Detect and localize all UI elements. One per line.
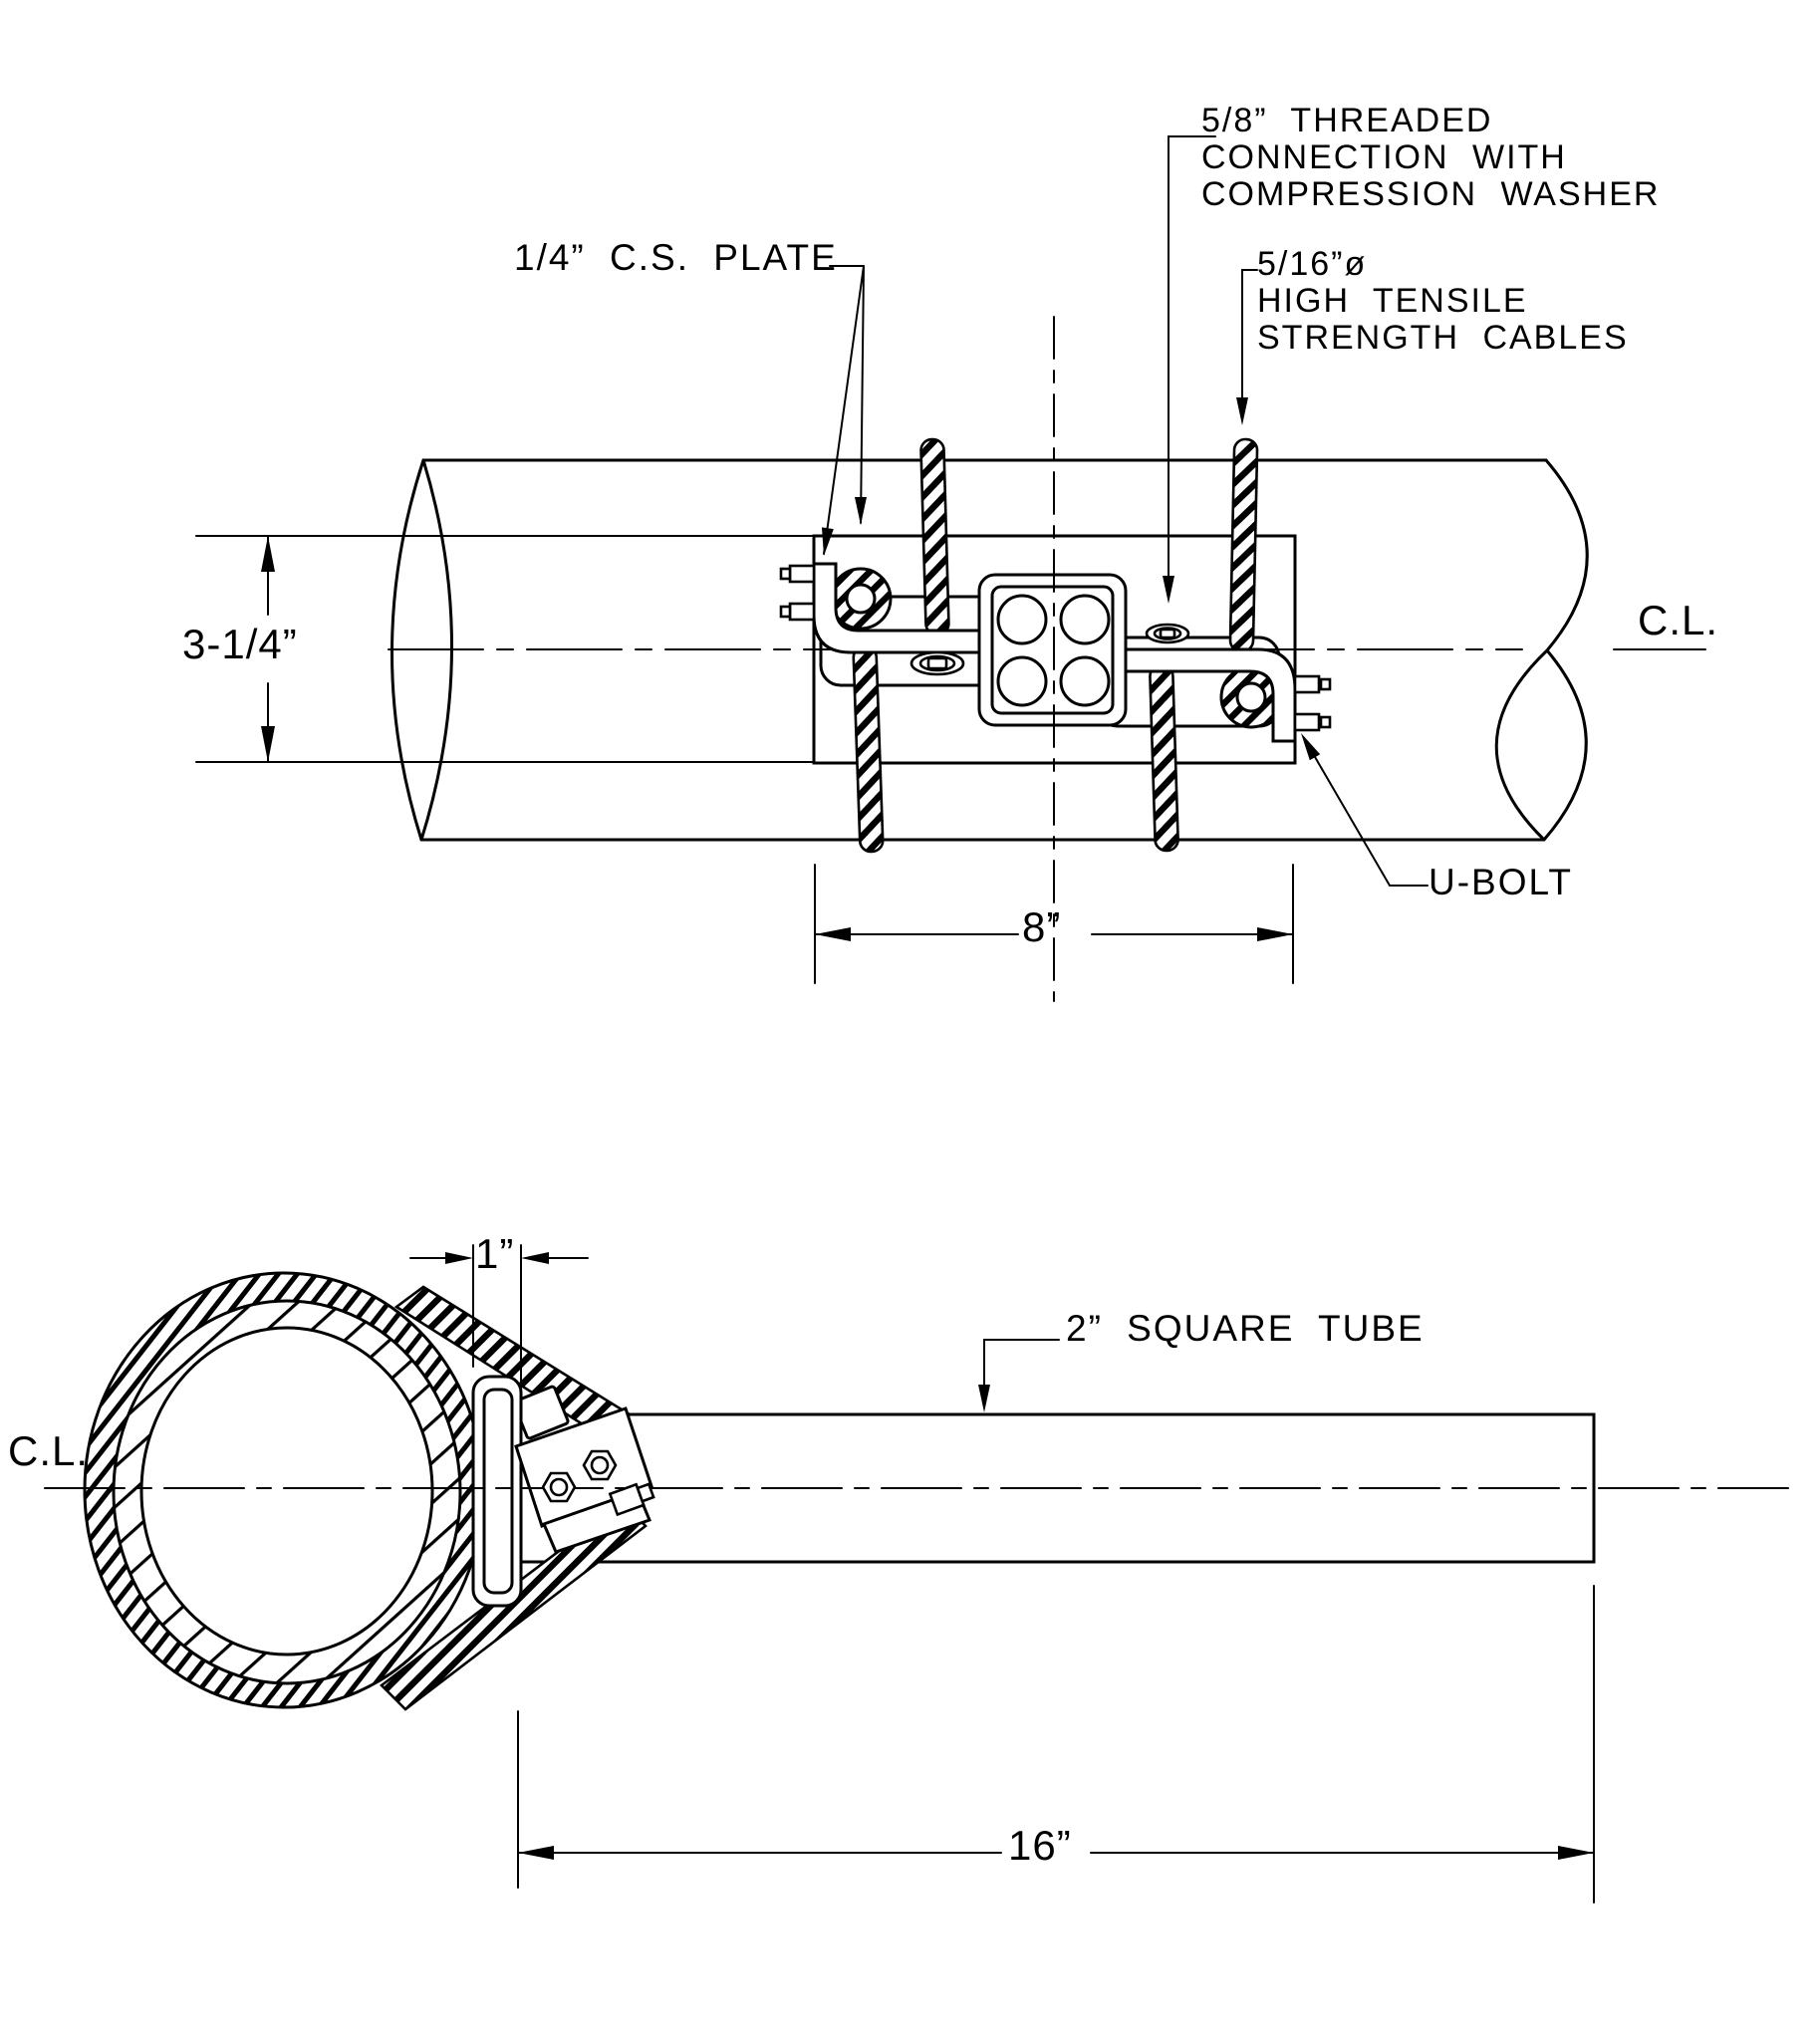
compression-washer-left bbox=[910, 650, 965, 676]
u-bolt-nuts-right bbox=[1293, 674, 1332, 732]
leader-threaded bbox=[1168, 135, 1216, 597]
pipe-outline bbox=[419, 458, 1548, 842]
u-bolt-label: U-BOLT bbox=[1429, 862, 1573, 902]
height-dimension-text: 3-1/4” bbox=[182, 621, 298, 667]
dim-1-line bbox=[409, 1244, 589, 1407]
bottom-view bbox=[44, 1244, 1789, 1904]
block-hole bbox=[996, 655, 1048, 707]
top-dimensions bbox=[195, 135, 1429, 984]
cable-right-lower bbox=[1149, 663, 1179, 853]
leader-cs-plate bbox=[823, 265, 865, 555]
length-dimension-text: 16” bbox=[1008, 1822, 1072, 1869]
band-strap-lower bbox=[380, 1500, 648, 1711]
pipe-outer-edge bbox=[112, 1299, 462, 1685]
u-bolt-nuts-left bbox=[779, 564, 816, 622]
tensile-cables-label: 5/16”ø HIGH TENSILE STRENGTH CABLES bbox=[1257, 245, 1629, 357]
tube-socket-channel bbox=[471, 1375, 523, 1608]
cable-right-upper bbox=[1228, 437, 1259, 653]
block-hole bbox=[1059, 594, 1111, 645]
compression-washer-right bbox=[1145, 623, 1190, 644]
connector-block bbox=[977, 573, 1128, 727]
width-dimension-text: 8” bbox=[1022, 903, 1062, 950]
bracket-stud-bolt bbox=[608, 1482, 655, 1517]
leader-square-tube bbox=[983, 1339, 1060, 1405]
cable-loop-left bbox=[829, 567, 893, 631]
centerline-label-bottom: C.L. bbox=[8, 1427, 90, 1474]
bottom-dimensions bbox=[409, 1244, 1595, 1904]
centerline-label-top: C.L. bbox=[1638, 597, 1719, 643]
cable-left-upper bbox=[919, 437, 950, 637]
dim-8-line bbox=[814, 864, 1294, 984]
leader-ubolt bbox=[1303, 737, 1429, 887]
threaded-connection-label: 5/8” THREADED CONNECTION WITH COMPRESSIO… bbox=[1201, 102, 1661, 213]
pipe-break-right-icon bbox=[1494, 458, 1589, 842]
cs-plate-label: 1/4” C.S. PLATE bbox=[514, 237, 838, 278]
dim-16-line bbox=[517, 1585, 1595, 1904]
block-hole bbox=[1059, 655, 1111, 707]
square-tube-label: 2” SQUARE TUBE bbox=[1066, 1308, 1425, 1349]
top-view bbox=[195, 135, 1706, 1002]
block-hole bbox=[996, 594, 1048, 645]
pipe-bore bbox=[139, 1326, 434, 1656]
engagement-dimension-text: 1” bbox=[475, 1230, 515, 1277]
leader-cables bbox=[1241, 269, 1258, 418]
bracket-hex-nut bbox=[541, 1449, 618, 1503]
